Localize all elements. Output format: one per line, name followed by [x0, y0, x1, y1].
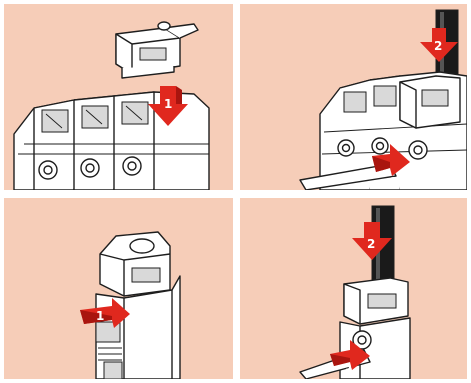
auxiliary-contact-icon	[344, 278, 408, 324]
auxiliary-contact-icon	[100, 232, 170, 296]
step-panel-top-left: 1	[4, 4, 233, 190]
step-panel-bottom-left: 1	[4, 198, 233, 379]
step-panel-bottom-right: 2 3	[240, 198, 467, 379]
step-number: 2	[434, 39, 442, 53]
breaker-assembly-illustration: 1	[4, 198, 233, 379]
step-number: 1	[164, 97, 172, 111]
breaker-assembly-illustration: 1	[4, 4, 233, 190]
step-number: 1	[96, 309, 104, 323]
breaker-assembly-illustration: 2 3	[240, 4, 467, 190]
step-number: 2	[367, 237, 375, 251]
step-number: 3	[390, 175, 398, 189]
step-panel-top-right: 2 3	[240, 4, 467, 190]
auxiliary-contact-icon	[400, 76, 460, 128]
breaker-assembly-illustration: 2 3	[240, 198, 467, 379]
step-number: 3	[344, 363, 352, 377]
auxiliary-contact-icon	[116, 22, 198, 78]
